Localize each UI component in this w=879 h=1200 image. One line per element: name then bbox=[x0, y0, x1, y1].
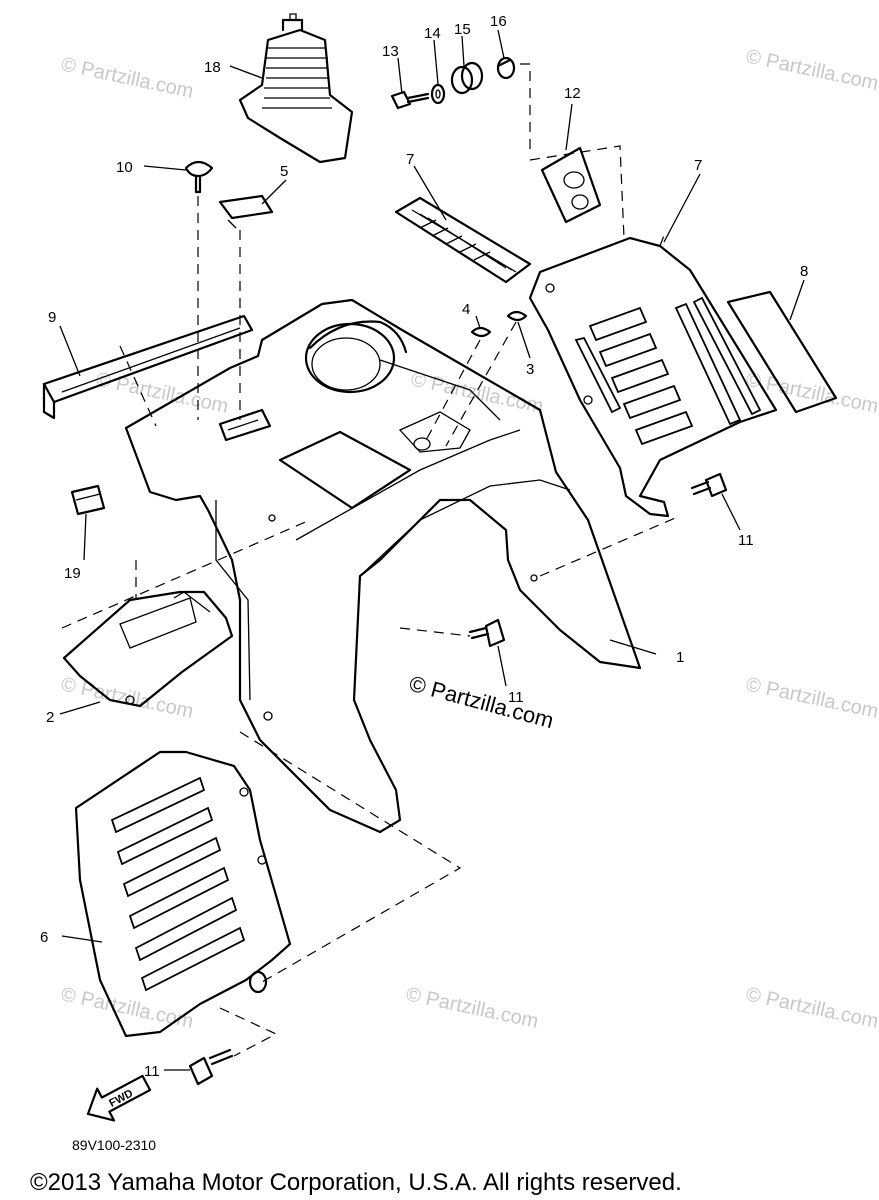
callout-16: 16 bbox=[490, 13, 507, 30]
callout-1: 1 bbox=[676, 649, 684, 666]
callout-11: 11 bbox=[144, 1063, 160, 1080]
part-11-bolt bbox=[690, 472, 728, 498]
part-14-washer bbox=[430, 83, 446, 105]
watermark: © Partzilla.com bbox=[744, 673, 879, 723]
callout-15: 15 bbox=[454, 21, 471, 38]
callout-14: 14 bbox=[424, 25, 441, 42]
watermark: © Partzilla.com bbox=[94, 368, 230, 418]
callout-11: 11 bbox=[508, 689, 524, 706]
watermark: © Partzilla.com bbox=[744, 368, 879, 418]
part-7-right-panel bbox=[528, 236, 778, 518]
part-3-clip bbox=[506, 310, 528, 322]
leader-lines bbox=[59, 29, 805, 1071]
watermark-main: © Partzilla.com bbox=[407, 671, 557, 734]
callout-18: 18 bbox=[204, 59, 221, 76]
callout-11: 11 bbox=[738, 532, 754, 549]
part-5-plate bbox=[218, 194, 274, 229]
callout-5: 5 bbox=[280, 163, 288, 180]
part-11-bolt bbox=[468, 618, 506, 648]
callout-2: 2 bbox=[46, 709, 54, 726]
watermark: © Partzilla.com bbox=[59, 983, 195, 1033]
callout-12: 12 bbox=[564, 85, 581, 102]
part-11-bolt bbox=[188, 1048, 234, 1086]
callout-7: 7 bbox=[406, 151, 414, 168]
callout-3: 3 bbox=[526, 361, 534, 378]
part-18-boot bbox=[238, 13, 354, 164]
watermark: © Partzilla.com bbox=[744, 45, 879, 95]
part-9-rail bbox=[42, 314, 254, 420]
callout-19: 19 bbox=[64, 565, 81, 582]
watermark: © Partzilla.com bbox=[744, 983, 879, 1033]
part-7-mat bbox=[394, 196, 532, 284]
callout-13: 13 bbox=[382, 43, 399, 60]
callout-6: 6 bbox=[40, 929, 48, 946]
fwd-arrow: FWD bbox=[86, 1074, 152, 1122]
callout-8: 8 bbox=[800, 263, 808, 280]
part-4-clip bbox=[470, 326, 492, 338]
part-15-grommet bbox=[450, 61, 484, 95]
part-13-bolt bbox=[390, 90, 430, 110]
part-12-bracket bbox=[540, 146, 602, 224]
callout-7: 7 bbox=[694, 157, 702, 174]
part-16-collar bbox=[496, 56, 516, 80]
callout-labels: 1 11 11 11 2 3 4 5 6 7 7 8 9 10 12 13 14… bbox=[40, 13, 808, 1080]
part-6-lower-panel bbox=[74, 750, 292, 1038]
callout-4: 4 bbox=[462, 301, 470, 318]
part-8-pad bbox=[726, 290, 838, 414]
copyright-notice: ©2013 Yamaha Motor Corporation, U.S.A. A… bbox=[30, 1169, 682, 1196]
watermark: © Partzilla.com bbox=[59, 53, 195, 103]
callout-9: 9 bbox=[48, 309, 56, 326]
callout-10: 10 bbox=[116, 159, 133, 176]
watermark: © Partzilla.com bbox=[404, 983, 540, 1033]
watermark-group: © Partzilla.com © Partzilla.com © Partzi… bbox=[59, 45, 879, 1033]
part-10-clip bbox=[184, 160, 214, 194]
part-1-main-cover bbox=[124, 298, 642, 834]
part-19-grommet bbox=[70, 484, 106, 516]
diagram-code: 89V100-2310 bbox=[72, 1137, 156, 1153]
part-2-bracket bbox=[62, 590, 234, 708]
assembly-lines bbox=[61, 63, 681, 1057]
